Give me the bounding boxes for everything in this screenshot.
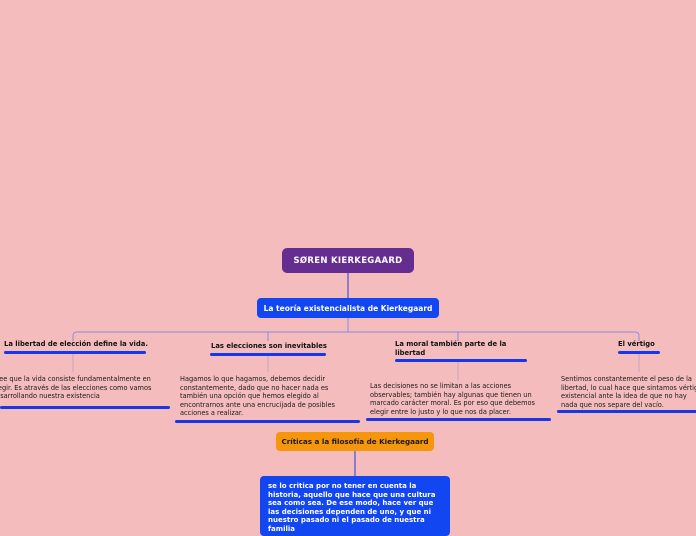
critique-label: Críticas a la filosofía de Kierkegaard [281, 437, 429, 446]
branch-text-underline [0, 406, 170, 409]
branch-underline [210, 352, 326, 356]
branch-title: El vértigo [618, 340, 655, 348]
branch-title: La moral también parte de la libertad [395, 340, 507, 357]
branch-underline [4, 350, 146, 354]
branch-text-libertad: Cree que la vida consiste fundamentalmen… [0, 375, 152, 400]
critique-text-node[interactable]: se lo critica por no tener en cuenta la … [260, 476, 450, 536]
branch-text-underline [175, 420, 360, 423]
branch-text-moral: Las decisiones no se limitan a las accio… [370, 382, 535, 416]
branch-node-libertad[interactable]: La libertad de elección define la vida. [4, 340, 148, 354]
branch-underline [618, 350, 660, 354]
branch-node-elecciones[interactable]: Las elecciones son inevitables [210, 342, 328, 356]
branch-text-underline [557, 410, 696, 413]
branch-title: Las elecciones son inevitables [211, 342, 327, 350]
branch-title: La libertad de elección define la vida. [4, 340, 148, 348]
branch-text-underline [366, 418, 551, 421]
connector-lines [72, 273, 640, 476]
branch-node-moral[interactable]: La moral también parte de la libertad [395, 340, 527, 362]
main-topic-node[interactable]: La teoría existencialista de Kierkegaard [257, 298, 439, 318]
critique-text: se lo critica por no tener en cuenta la … [268, 482, 436, 533]
branch-node-vertigo[interactable]: El vértigo [618, 340, 662, 354]
root-node[interactable]: SØREN KIERKEGAARD [282, 248, 414, 273]
critique-node[interactable]: Críticas a la filosofía de Kierkegaard [276, 432, 434, 451]
main-topic-label: La teoría existencialista de Kierkegaard [263, 303, 433, 313]
branch-text-vertigo: Sentimos constantemente el peso de la li… [561, 375, 696, 409]
branch-text-elecciones: Hagamos lo que hagamos, debemos decidir … [180, 375, 335, 417]
root-label: SØREN KIERKEGAARD [293, 255, 403, 266]
branch-underline [395, 359, 527, 362]
